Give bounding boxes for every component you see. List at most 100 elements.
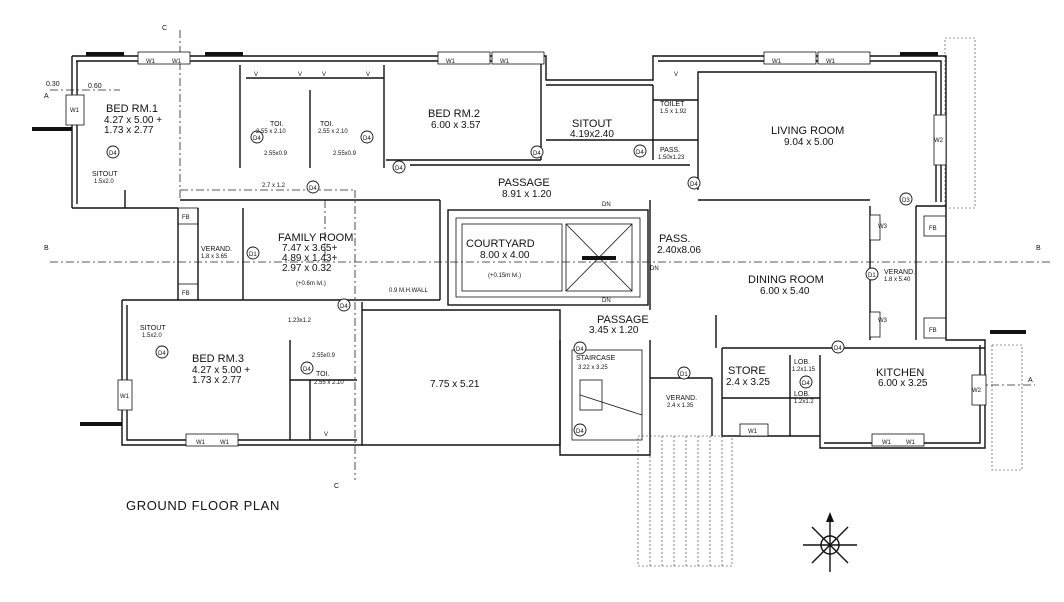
sitout-l2-dim: 1.5x2.0 [142, 333, 162, 339]
section-lines [50, 30, 1050, 480]
d4-tag-10: D4 [834, 346, 842, 352]
pass-small-dim: 1.50x1.23 [658, 155, 685, 161]
plan-title: GROUND FLOOR PLAN [126, 498, 280, 513]
section-c-bottom: C [334, 483, 339, 490]
passage-dim: 8.91 x 1.20 [502, 189, 552, 200]
w1-tag-3: W1 [446, 59, 456, 65]
note-d5: 2.55x0.9 [312, 353, 336, 359]
sitout-top-name: SITOUT [572, 118, 612, 130]
staircase-drawing [571, 349, 643, 441]
toi2-dim: 2.55 x 2.10 [318, 129, 348, 135]
w1-tag-9: W1 [882, 440, 892, 446]
window-blocks [32, 51, 1026, 447]
courtyard [447, 209, 649, 306]
dn-tag-2: DN [650, 266, 659, 272]
note-d3: 2.7 x 1.2 [262, 183, 286, 189]
note-wall: 0.9 M.H.WALL [389, 288, 428, 294]
sitout-l-dim: 1.5x2.0 [94, 179, 114, 185]
verand-b-name: VERAND. [666, 395, 697, 402]
bed3-dim1: 4.27 x 5.00 + [192, 365, 250, 376]
dining-name: DINING ROOM [748, 274, 824, 286]
w3-tag-2: W3 [878, 318, 888, 324]
note-d4: 1.23x1.2 [288, 318, 312, 324]
bed1-dim1: 4.27 x 5.00 + [104, 115, 162, 126]
living-dim: 9.04 x 5.00 [784, 137, 834, 148]
v-tag-5: V [674, 72, 678, 78]
v-tag-1: V [254, 72, 258, 78]
d4-tag-14: D4 [802, 381, 810, 387]
dim-outer: 0.30 [46, 81, 60, 88]
staircase-name: STAIRCASE [576, 355, 615, 362]
fb-tag-3: FB [929, 226, 937, 232]
note-d2: 2.55x0.9 [333, 151, 357, 157]
sitout-l2-name: SITOUT [140, 325, 166, 332]
lob1-dim: 1.2x1.15 [792, 367, 816, 373]
family-dim2: 4.89 x 1.43+ [282, 253, 337, 264]
bed1-dim2: 1.73 x 2.77 [104, 125, 154, 136]
w1-tag-10: W1 [906, 440, 916, 446]
bed1-name: BED RM.1 [106, 103, 158, 115]
pass-mid-name: PASS. [659, 233, 691, 245]
fb-boxes [177, 207, 947, 339]
w1-tag-11: W1 [748, 429, 758, 435]
store-dim: 2.4 x 3.25 [726, 377, 770, 388]
section-c-top: C [162, 25, 167, 32]
v-tag-4: V [366, 72, 370, 78]
toi3-dim: 2.55 x 2.10 [314, 380, 344, 386]
toi1-dim: 2.55 x 2.10 [256, 129, 286, 135]
section-a-right: A [1028, 377, 1033, 384]
d4-tag-13: D4 [576, 347, 584, 353]
d4-tag-3: D4 [363, 136, 371, 142]
verand-r-name: VERAND. [884, 269, 915, 276]
bed2-name: BED RM.2 [428, 108, 480, 120]
d4-tag-12: D4 [303, 367, 311, 373]
d4-tag-5: D4 [533, 151, 541, 157]
staircase-dim: 3.22 x 3.25 [578, 365, 608, 371]
verand-l-name: VERAND. [201, 246, 232, 253]
d3-tag: D3 [902, 198, 910, 204]
w1-tag-4: W1 [500, 59, 510, 65]
entry-steps [637, 37, 1023, 567]
section-b-right: B [1036, 245, 1041, 252]
open-dim: 7.75 x 5.21 [430, 379, 480, 390]
toi3-name: TOI. [316, 371, 330, 378]
passage-name: PASSAGE [498, 177, 550, 189]
bed3-name: BED RM.3 [192, 353, 244, 365]
verand-l-dim: 1.8 x 3.65 [201, 254, 228, 260]
room-labels: GROUND FLOOR PLAN 0.30 0.60 A A B B C C … [44, 25, 1041, 513]
kitchen-name: KITCHEN [876, 367, 924, 379]
courtyard-note: (+0.15m lvl.) [488, 273, 521, 279]
dn-tag-3: DN [602, 298, 611, 304]
w1-tag-7: W1 [196, 440, 206, 446]
family-dim3: 2.97 x 0.32 [282, 263, 332, 274]
v-tag-3: V [322, 72, 326, 78]
w1-tag-1: W1 [146, 59, 156, 65]
v-tag-2: V [298, 72, 302, 78]
lob2-name: LOB. [794, 391, 810, 398]
note-d1: 2.55x0.9 [264, 151, 288, 157]
w2-tag-1: W2 [934, 138, 944, 144]
pass-small-name: PASS. [660, 147, 680, 154]
dim-inner: 0.60 [88, 83, 102, 90]
dn-tag-1: DN [602, 202, 611, 208]
courtyard-name: COURTYARD [466, 238, 535, 250]
d1-tag-2: D1 [868, 273, 876, 279]
kitchen-dim: 6.00 x 3.25 [878, 378, 928, 389]
store-name: STORE [728, 365, 766, 377]
verand-r-dim: 1.8 x 5.40 [884, 277, 911, 283]
w1-tag-5: W1 [772, 59, 782, 65]
d4-tag-2: D4 [253, 136, 261, 142]
family-note: (+0.6m lvl.) [296, 281, 326, 287]
section-a-left: A [44, 93, 49, 100]
d4-tag-4: D4 [395, 166, 403, 172]
w1-tag-6: W1 [826, 59, 836, 65]
element-tags: FB FB FB FB W1 W1 W1 W1 W1 W1 W1 W1 W1 W… [70, 59, 982, 446]
north-arrow-icon [803, 512, 857, 572]
w2-tag-2: W2 [972, 388, 982, 394]
d1-tag-1: D1 [249, 252, 257, 258]
w3-tag-1: W3 [878, 224, 888, 230]
section-b-left: B [44, 245, 49, 252]
d4-tag-6: D4 [636, 150, 644, 156]
w1-tag-12: W1 [70, 108, 80, 114]
